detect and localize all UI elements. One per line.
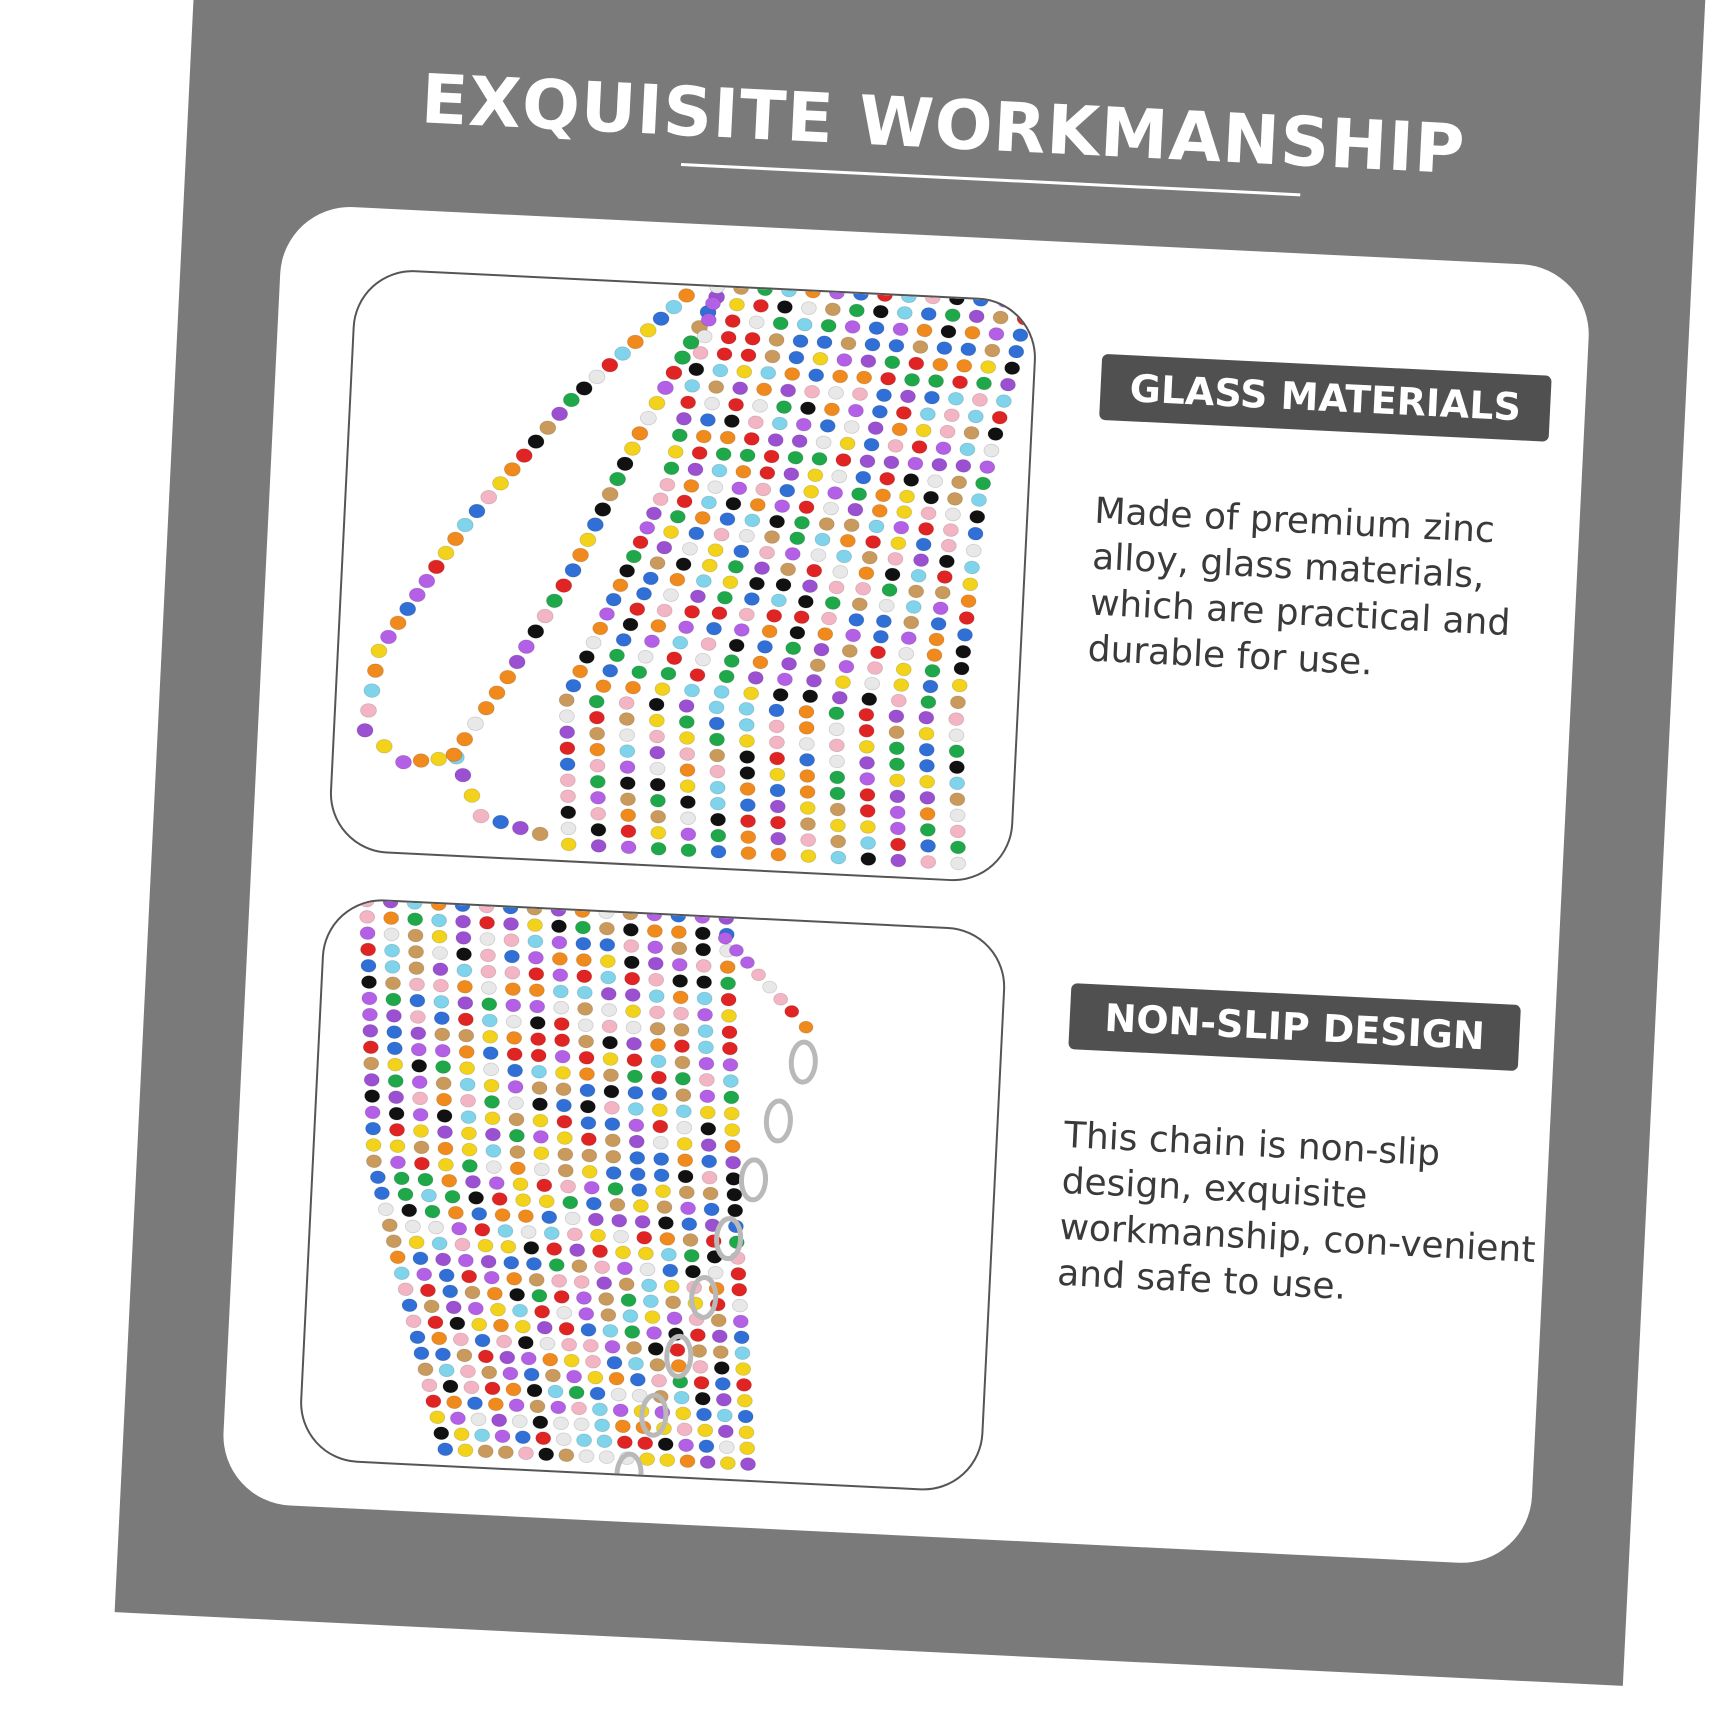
feature-panel: EXQUISITE WORKMANSHIP GLASS MATERIALS Ma…: [114, 0, 1706, 1686]
bead-strand: [678, 284, 821, 858]
bead-strand: [648, 283, 797, 856]
beads-illustration: [356, 280, 1037, 871]
bead-strand: [918, 294, 1013, 869]
bead-strand: [646, 907, 696, 1468]
lobster-clasp: [639, 1392, 669, 1438]
non-slip-design-description: This chain is non-slip design, exquisite…: [1056, 1114, 1537, 1308]
bead-strand: [454, 898, 534, 1460]
bead-strand: [445, 289, 725, 842]
lobster-clasp: [788, 1039, 818, 1085]
bead-strand: [382, 898, 474, 1458]
bead-strand: [718, 911, 756, 1471]
lobster-clasp: [689, 1275, 719, 1320]
bead-strand: [598, 905, 656, 1466]
beads-clasps-illustration: [358, 898, 818, 1492]
bead-strand: [622, 906, 676, 1467]
beaded-chains-photo: [327, 267, 1039, 884]
chains-with-clasps-photo: [297, 896, 1009, 1494]
bead-strand: [768, 288, 893, 862]
glass-materials-badge: GLASS MATERIALS: [1099, 353, 1552, 442]
bead-strand: [574, 904, 635, 1465]
bead-strand: [798, 289, 917, 863]
bead-strand: [502, 900, 575, 1462]
bead-strand: [948, 295, 1037, 871]
bead-strand: [858, 291, 965, 866]
lobster-clasp: [738, 1157, 769, 1203]
lobster-clasp: [614, 1451, 644, 1492]
non-slip-design-badge: NON-SLIP DESIGN: [1068, 983, 1521, 1072]
bead-strand: [358, 898, 454, 1457]
bead-strand: [888, 293, 989, 868]
lobster-clasp: [664, 1333, 694, 1379]
bead-strand: [526, 902, 595, 1463]
bead-strand: [550, 903, 615, 1464]
lobster-clasp: [763, 1098, 793, 1144]
feature-card: GLASS MATERIALS Made of premium zinc all…: [220, 203, 1593, 1567]
bead-strand: [406, 898, 494, 1459]
bead-strand: [356, 288, 696, 770]
lobster-clasp: [714, 1216, 744, 1262]
bead-strand: [717, 931, 814, 1034]
bead-strand: [618, 282, 773, 855]
bead-strand: [430, 898, 514, 1460]
bead-strand: [478, 899, 555, 1461]
bead-strand: [558, 280, 725, 852]
bead-strand: [588, 281, 749, 853]
glass-materials-description: Made of premium zinc alloy, glass materi…: [1086, 490, 1512, 684]
bead-strand: [708, 286, 845, 859]
bead-strand: [828, 290, 941, 865]
